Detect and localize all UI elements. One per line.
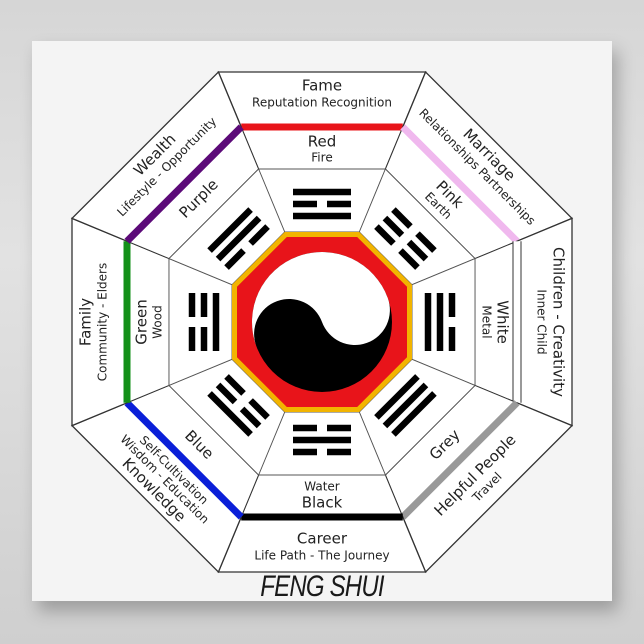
trigram-earth-icon <box>374 207 437 270</box>
area-sublabel-career: Life Path - The Journey <box>254 549 389 563</box>
color-label-fame: Red <box>308 133 337 151</box>
trigram-lake-icon <box>424 293 456 351</box>
yin-yang-icon <box>252 252 392 392</box>
color-label-children: White <box>494 300 512 344</box>
element-label-career: Water <box>304 480 340 494</box>
element-label-children: Metal <box>480 305 494 338</box>
element-label-family: Wood <box>151 305 165 338</box>
feng-shui-title: FENG SHUI <box>260 570 384 603</box>
color-band-grey <box>400 400 520 520</box>
trigram-thunder-icon <box>188 293 220 351</box>
trigram-water-icon <box>293 424 351 456</box>
area-label-fame: Fame <box>302 77 342 95</box>
color-band-purple <box>124 124 244 244</box>
color-band-pink <box>400 124 520 244</box>
area-sublabel-children: Inner Child <box>535 289 549 354</box>
trigram-fire-icon <box>293 188 351 220</box>
sector-wealth-trigram-region <box>168 168 286 286</box>
trigram-wind-icon <box>207 207 270 270</box>
area-label-children: Children - Creativity <box>550 247 568 397</box>
trigram-heaven-icon <box>374 374 437 437</box>
color-label-family: Green <box>133 299 151 344</box>
area-sublabel-fame: Reputation Recognition <box>252 96 392 110</box>
element-label-fame: Fire <box>311 151 332 165</box>
area-label-career: Career <box>297 530 348 548</box>
area-label-family: Family <box>77 298 95 346</box>
area-sublabel-family: Community - Elders <box>96 263 110 382</box>
color-label-career: Black <box>302 494 343 512</box>
trigram-mountain-icon <box>207 374 270 437</box>
color-band-blue <box>124 400 244 520</box>
